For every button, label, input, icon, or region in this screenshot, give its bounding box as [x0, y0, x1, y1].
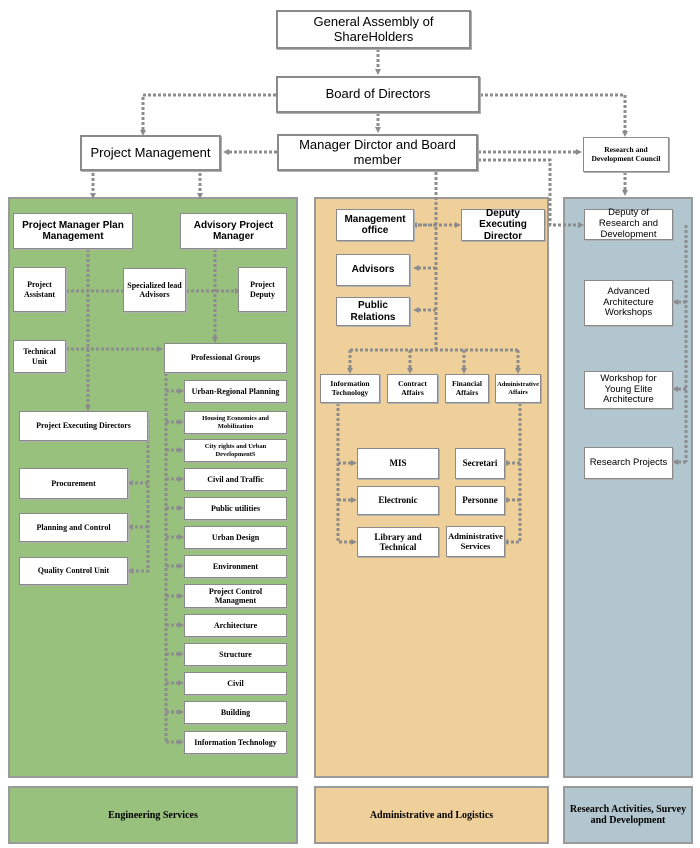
shareholders-box: General Assembly of ShareHolders — [276, 10, 471, 49]
group-architecture: Architecture — [184, 614, 287, 637]
administrative-affairs-box: Administrative Affairs — [495, 374, 541, 403]
manager-director-box: Manager Dirctor and Board member — [277, 134, 478, 171]
footer-admin: Administrative and Logistics — [314, 786, 549, 844]
technical-unit-box: Technical Unit — [13, 340, 66, 373]
board-of-directors-box: Board of Directors — [276, 76, 480, 113]
footer-research: Research Activities, Survey and Developm… — [563, 786, 693, 844]
management-office-box: Management office — [336, 209, 414, 241]
group-environment: Environment — [184, 555, 287, 578]
advisory-pm-box: Advisory Project Manager — [180, 213, 287, 249]
group-urban-design: Urban Design — [184, 526, 287, 549]
research-projects-box: Research Projects — [584, 447, 673, 479]
planning-control-box: Planning and Control — [19, 513, 128, 542]
group-project-control: Project Control Managment — [184, 584, 287, 608]
executing-directors-box: Project Executing Directors — [19, 411, 148, 441]
group-building: Building — [184, 701, 287, 724]
procurement-box: Procurement — [19, 468, 128, 499]
project-assistant-box: Project Assistant — [13, 267, 66, 312]
pm-plan-box: Project Manager Plan Management — [13, 213, 133, 249]
specialized-advisors-box: Specialized lead Advisors — [123, 268, 186, 312]
rd-council-box: Research and Development Council — [583, 137, 669, 172]
footer-engineering: Engineering Services — [8, 786, 298, 844]
public-relations-box: Public Relations — [336, 297, 410, 326]
electronic-box: Electronic — [357, 486, 439, 515]
library-technical-box: Library and Technical — [357, 527, 439, 557]
advisors-box: Advisors — [336, 254, 410, 286]
deputy-rd-box: Deputy of Research and Development — [584, 207, 673, 240]
secretari-box: Secretari — [455, 448, 505, 479]
group-civil-traffic: Civil and Traffic — [184, 468, 287, 491]
personne-box: Personne — [455, 486, 505, 515]
group-urban-regional-planning: Urban-Regional Planning — [184, 380, 287, 403]
deputy-executing-box: Deputy Executing Director — [461, 208, 545, 242]
mis-box: MIS — [357, 448, 439, 479]
administrative-services-box: Administrative Services — [446, 526, 505, 557]
professional-groups-box: Professional Groups — [164, 343, 287, 373]
young-elite-box: Workshop for Young Elite Architecture — [584, 371, 673, 409]
quality-control-box: Quality Control Unit — [19, 557, 128, 585]
project-management-box: Project Management — [80, 135, 221, 171]
financial-affairs-box: Financial Affairs — [445, 374, 489, 403]
group-civil: Civil — [184, 672, 287, 695]
group-information-technology: Information Technology — [184, 731, 287, 754]
project-deputy-box: Project Deputy — [238, 267, 287, 312]
group-public-utilities: Public utilities — [184, 497, 287, 520]
it-affairs-box: Information Technology — [320, 374, 380, 403]
contract-affairs-box: Contract Affairs — [387, 374, 438, 403]
group-structure: Structure — [184, 643, 287, 666]
group-city-rights: City rights and Urban DevelopmentS — [184, 439, 287, 462]
advanced-workshops-box: Advanced Architecture Workshops — [584, 280, 673, 326]
group-housing-economics: Housing Economics and Mobilization — [184, 411, 287, 434]
